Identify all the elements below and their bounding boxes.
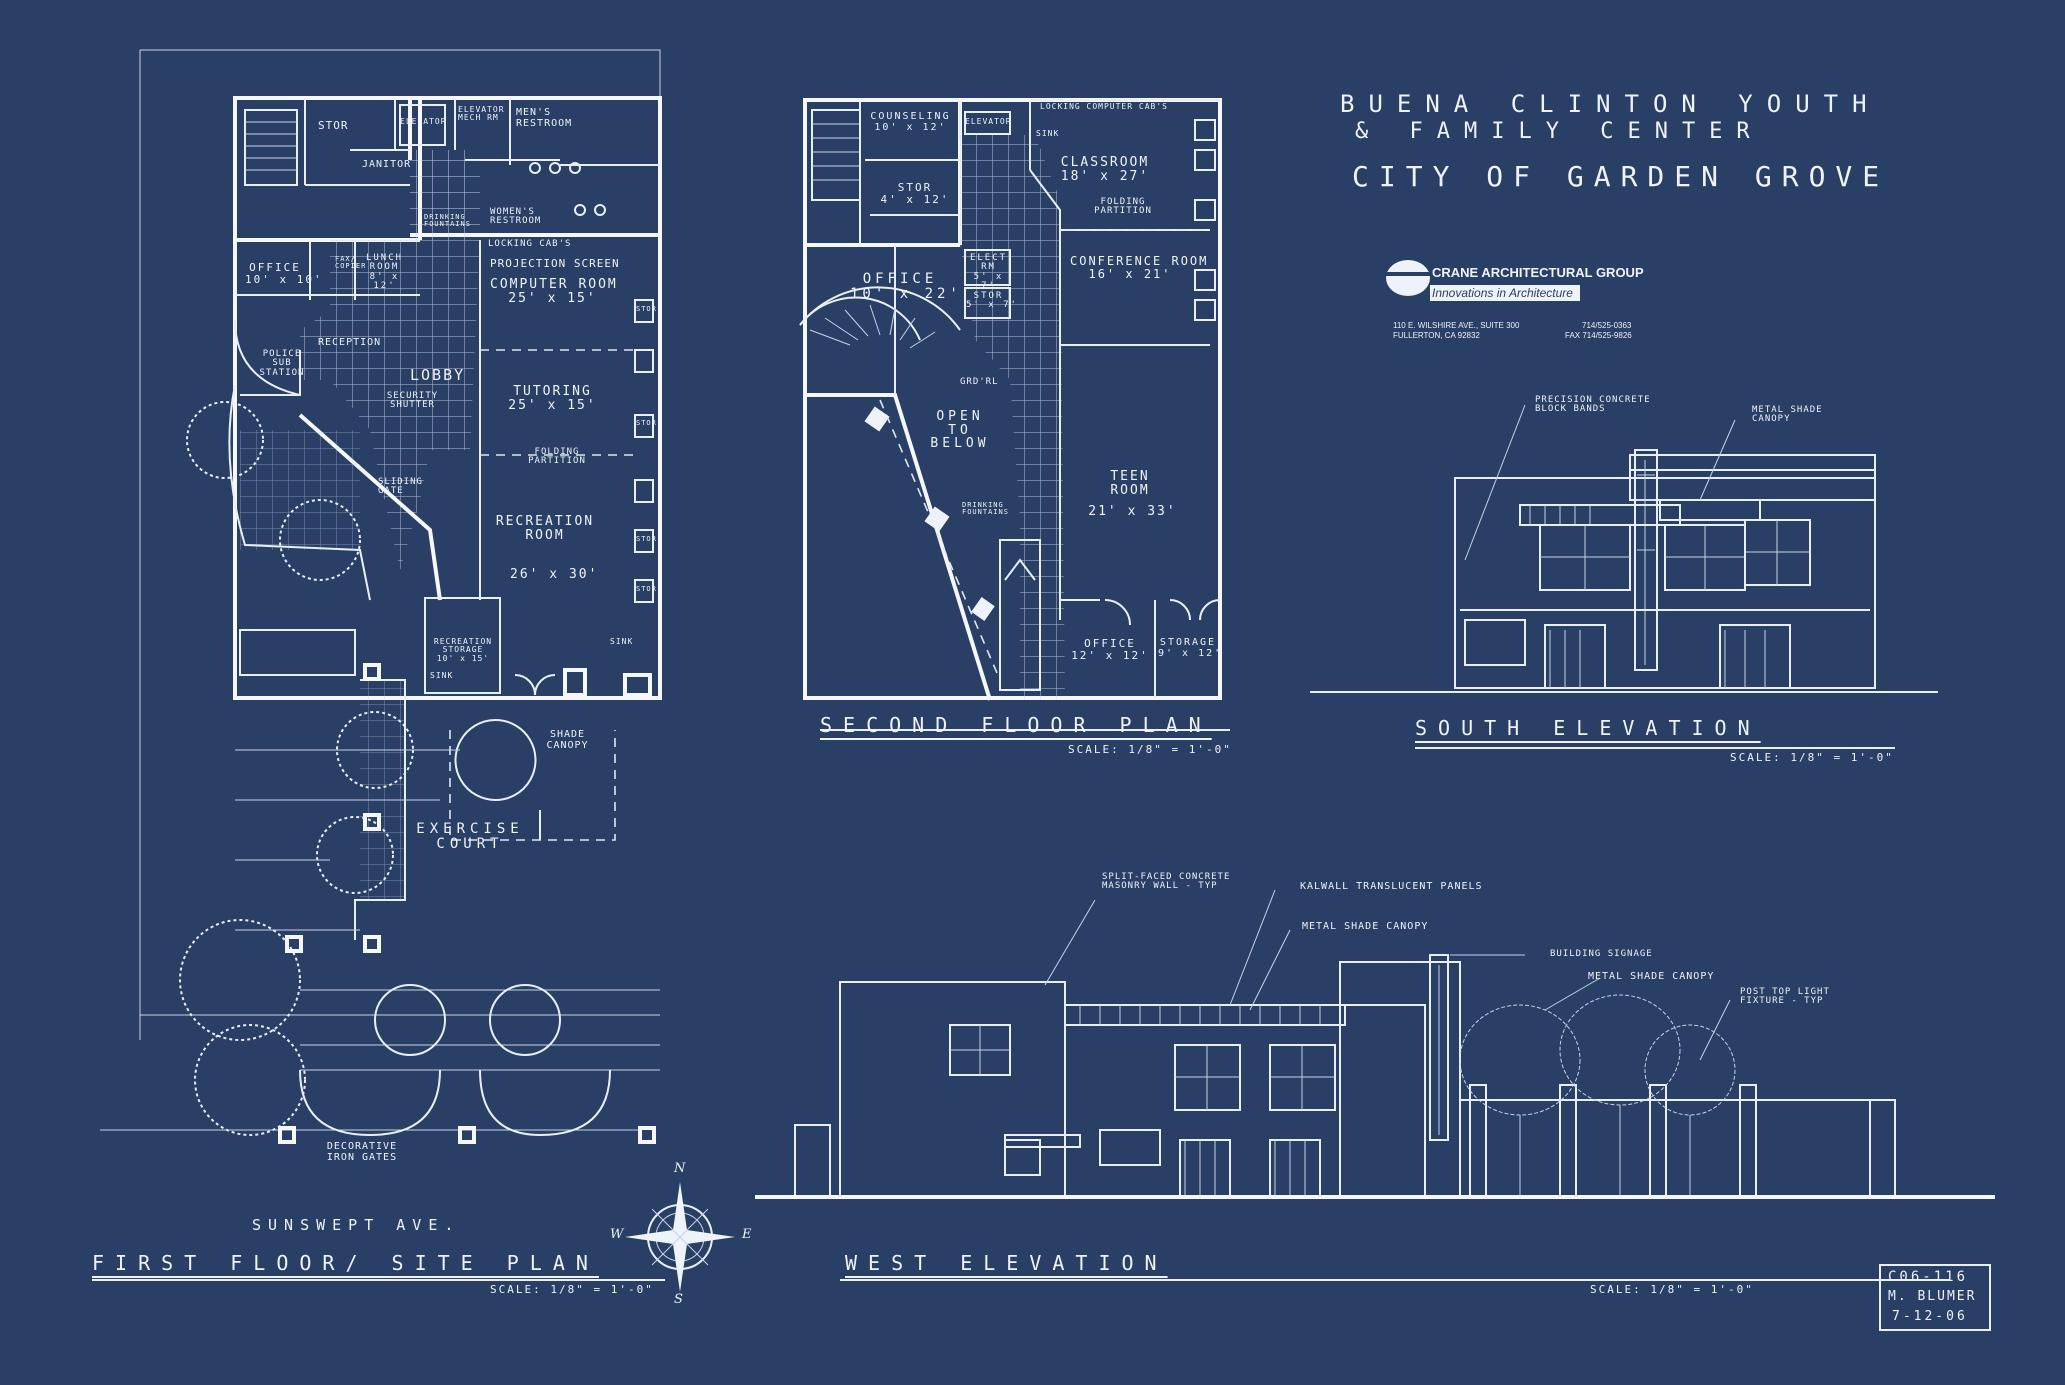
firm-name: CRANE ARCHITECTURAL GROUP	[1432, 265, 1644, 280]
ff-elevator: ELEVATOR	[400, 117, 447, 126]
sf-teen: TEEN ROOM	[1110, 469, 1150, 498]
se-note-block: PRECISION CONCRETE BLOCK BANDS	[1535, 395, 1651, 415]
ff-exercise-court: EXERCISE COURT	[416, 821, 524, 852]
sf-locking: LOCKING COMPUTER CAB'S	[1040, 102, 1168, 111]
ff-elev-mech: ELEVATOR MECH RM	[458, 105, 505, 123]
sf-open-to-below: OPEN TO BELOW	[930, 409, 990, 452]
second-floor-scale: SCALE: 1/8" = 1'-0"	[1068, 743, 1232, 756]
south-elevation	[1310, 449, 1938, 749]
west-elevation-title: WEST ELEVATION	[845, 1251, 1168, 1275]
firm-tagline: Innovations in Architecture	[1432, 286, 1573, 300]
project-title-line2: & FAMILY CENTER	[1355, 119, 1764, 144]
compass-w: W	[610, 1227, 624, 1242]
firm-logo-mark	[1386, 260, 1586, 301]
firm-address-2: FULLERTON, CA 92832	[1393, 331, 1480, 340]
we-note-canopy1: METAL SHADE CANOPY	[1302, 921, 1429, 932]
we-note-signage: BUILDING SIGNAGE	[1550, 949, 1653, 959]
firm-address-1: 110 E. WILSHIRE AVE., SUITE 300	[1393, 321, 1520, 330]
sf-teen-size: 21' x 33'	[1088, 504, 1177, 519]
south-elevation-title: SOUTH ELEVATION	[1415, 716, 1761, 740]
sf-elevator: ELEVATOR	[965, 117, 1012, 126]
ff-police: POLICE SUB STATION	[259, 349, 305, 378]
ff-womens: WOMEN'S RESTROOM	[490, 207, 542, 227]
compass-s: S	[674, 1292, 683, 1307]
ff-recreation: RECREATION ROOM	[495, 514, 595, 543]
sf-guardrail: GRD'RL	[960, 377, 999, 387]
project-title-line3: CITY OF GARDEN GROVE	[1352, 160, 1890, 193]
ff-sink: SINK	[430, 671, 454, 680]
second-floor-plan	[799, 98, 1230, 731]
ff-stor: STOR	[318, 119, 349, 132]
project-title-line1: BUENA CLINTON YOUTH	[1340, 90, 1881, 118]
stamp-date: 7-12-06	[1892, 1309, 1968, 1324]
first-floor-title: FIRST FLOOR/ SITE PLAN	[92, 1251, 599, 1275]
ff-drinking: DRINKING FOUNTAINS	[424, 213, 471, 229]
we-note-masonry: SPLIT-FACED CONCRETE MASONRY WALL - TYP	[1102, 872, 1231, 892]
ff-projection: PROJECTION SCREEN	[490, 257, 620, 270]
west-elevation	[755, 889, 1995, 1281]
ff-stor-r4: STOR	[636, 585, 657, 593]
ff-stor-r3: STOR	[636, 535, 657, 543]
ff-street-name: SUNSWEPT AVE.	[252, 1216, 461, 1234]
ff-fax-copier: FAX/ COPIER	[335, 255, 367, 271]
firm-phone: 714/525-0363	[1582, 321, 1632, 330]
first-floor-plan	[92, 49, 665, 1281]
west-elevation-scale: SCALE: 1/8" = 1'-0"	[1590, 1283, 1754, 1296]
ff-folding: FOLDING PARTITION	[528, 447, 586, 467]
ff-stor-r2: STOR	[636, 419, 657, 427]
ff-mens: MEN'S RESTROOM	[516, 107, 573, 129]
we-note-canopy2: METAL SHADE CANOPY	[1588, 971, 1715, 982]
stamp-author: M. BLUMER	[1888, 1289, 1977, 1304]
se-note-canopy: METAL SHADE CANOPY	[1752, 405, 1823, 425]
sf-folding: FOLDING PARTITION	[1094, 197, 1152, 217]
compass-e: E	[742, 1227, 752, 1242]
firm-fax: FAX 714/525-9826	[1565, 331, 1632, 340]
ff-lobby: LOBBY	[410, 366, 466, 384]
ff-sliding: SLIDING GATE	[378, 477, 423, 497]
ff-janitor: JANITOR	[362, 159, 412, 170]
ff-locking-cabs: LOCKING CAB'S	[488, 239, 572, 249]
ff-iron-gates: DECORATIVE IRON GATES	[326, 1141, 398, 1163]
compass-n: N	[674, 1161, 686, 1176]
south-elevation-scale: SCALE: 1/8" = 1'-0"	[1730, 751, 1894, 764]
ff-shade-canopy: SHADE CANOPY	[546, 729, 589, 751]
ff-sink-2: SINK	[610, 637, 634, 646]
second-floor-title: SECOND FLOOR PLAN	[820, 713, 1212, 737]
ff-recreation-size: 26' x 30'	[510, 567, 599, 582]
sf-sink: SINK	[1036, 129, 1060, 138]
ff-reception: RECEPTION	[318, 337, 382, 348]
ff-security: SECURITY SHUTTER	[386, 391, 439, 411]
drawing-stamp-box	[1879, 1264, 1991, 1331]
compass-rose	[625, 1182, 735, 1292]
we-note-light: POST TOP LIGHT FIXTURE - TYP	[1740, 987, 1830, 1007]
stamp-number: C06-116	[1888, 1269, 1969, 1285]
sf-drinking: DRINKING FOUNTAINS	[962, 501, 1009, 517]
we-note-kalwall: KALWALL TRANSLUCENT PANELS	[1300, 881, 1483, 892]
first-floor-scale: SCALE: 1/8" = 1'-0"	[490, 1283, 654, 1296]
ff-stor-r1: STOR	[636, 305, 657, 313]
